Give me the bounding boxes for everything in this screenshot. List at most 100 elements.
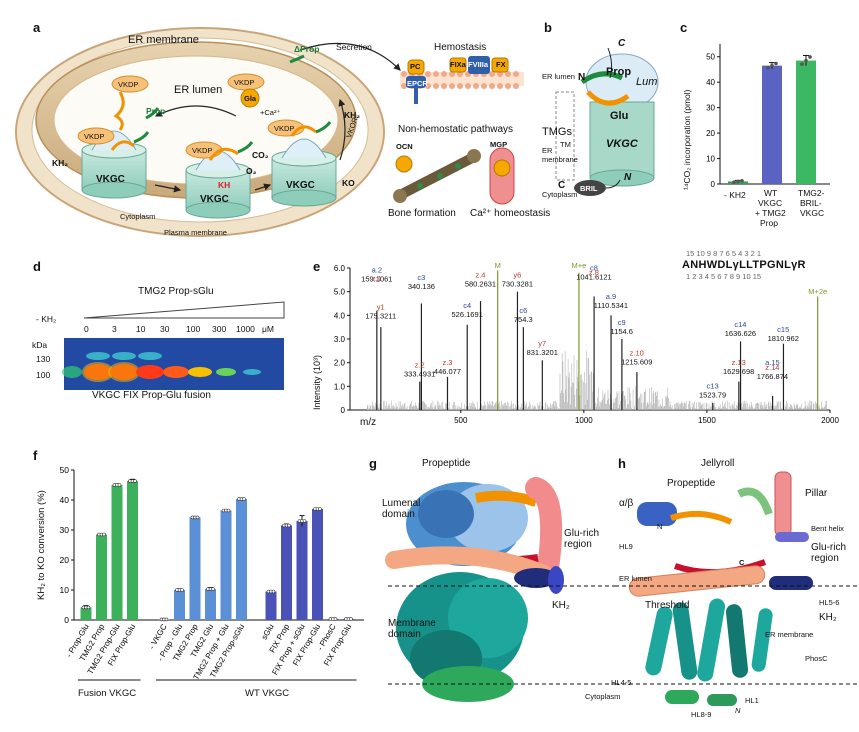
h-hl45: HL4-5 bbox=[611, 678, 632, 687]
panel-b-schematic: C N Prop Lum ER lumen Glu TMGs TM ER mem… bbox=[540, 30, 670, 220]
panel-label-a: a bbox=[33, 20, 41, 35]
threshold-helix bbox=[628, 565, 766, 597]
h-er-lumen: ER lumen bbox=[619, 574, 652, 583]
d-conc-0: 0 bbox=[84, 324, 89, 334]
f-point bbox=[318, 507, 322, 511]
h-hl1: HL1 bbox=[745, 696, 759, 705]
f-ytick-label: 10 bbox=[60, 585, 70, 595]
vkgc-cylinder-3 bbox=[271, 138, 337, 207]
d-kda: kDa bbox=[32, 340, 48, 350]
h-n-bottom: N bbox=[735, 706, 741, 715]
e-mz-label: 446.077 bbox=[434, 367, 461, 376]
e-ytick-label: 0 bbox=[341, 406, 346, 415]
b-bril: BRIL bbox=[580, 184, 598, 193]
b-n-left: N bbox=[578, 72, 586, 83]
bone-formation-label: Bone formation bbox=[388, 208, 456, 219]
f-bar bbox=[220, 510, 232, 620]
prop-label: Prop bbox=[146, 106, 166, 116]
pillar-density bbox=[525, 477, 563, 579]
b-prop: Prop bbox=[606, 66, 632, 78]
fviiia-label: FVIIIa bbox=[468, 60, 489, 69]
cell-diagram bbox=[15, 27, 524, 237]
f-bar bbox=[189, 517, 201, 620]
c-point bbox=[732, 180, 736, 184]
e-ylabel: Intensity (10³) bbox=[312, 354, 322, 410]
e-xlabel: m/z bbox=[360, 417, 377, 428]
tm-helices bbox=[645, 598, 773, 682]
ca-homeostasis-label: Ca²⁺ homeostasis bbox=[470, 208, 551, 219]
hemostasis-membrane bbox=[400, 56, 524, 104]
f-bar bbox=[236, 499, 247, 620]
c-point bbox=[736, 179, 740, 184]
e-mz-label: 340.136 bbox=[408, 282, 435, 291]
f-bar bbox=[205, 589, 216, 620]
plasma-membrane-label: Plasma membrane bbox=[164, 228, 227, 237]
c-point bbox=[808, 55, 812, 59]
f-group2: WT VKGC bbox=[245, 688, 290, 699]
f-point bbox=[287, 523, 291, 528]
f-ylabel: KH₂ to KO conversion (%) bbox=[36, 490, 47, 600]
d-conc-5: 300 bbox=[212, 324, 227, 334]
g-propeptide: Propeptide bbox=[422, 458, 471, 469]
f-point bbox=[86, 605, 91, 610]
e-ion-label: M+e bbox=[572, 261, 587, 270]
f-point bbox=[271, 589, 276, 594]
d-wedge bbox=[83, 301, 285, 319]
e-ion-label: y1 bbox=[377, 302, 385, 311]
e-bot-nums: 1 2 3 4 5 6 7 8 9 10 15 bbox=[686, 272, 762, 281]
gel-bands-100 bbox=[62, 362, 261, 382]
c-cat3b: BRIL- bbox=[800, 198, 822, 208]
e-mz-label: 831.3201 bbox=[527, 348, 558, 357]
h-cytoplasm: Cytoplasm bbox=[585, 692, 621, 701]
c-ytick-label: 50 bbox=[706, 53, 715, 62]
e-ion-label: y7 bbox=[538, 339, 546, 348]
e-mz-label: 1523.79 bbox=[699, 391, 726, 400]
e-mz-label: 1110.5341 bbox=[594, 301, 628, 310]
e-mz-label: 580.2631 bbox=[465, 279, 496, 288]
o2-label: O₂ bbox=[246, 166, 257, 176]
c-ytick-label: 20 bbox=[706, 129, 715, 138]
panel-label-g: g bbox=[369, 456, 377, 471]
f-point bbox=[302, 519, 307, 523]
e-ion-label: c3 bbox=[417, 273, 425, 282]
e-xtick-label: 500 bbox=[454, 416, 468, 425]
e-mz-label: 1629.698 bbox=[723, 367, 754, 376]
h-hl89: HL8-9 bbox=[691, 710, 712, 719]
panel-g-density-map: Propeptide Lumenal domain Glu-rich regio… bbox=[368, 458, 618, 728]
e-mz-label: 1810.962 bbox=[768, 334, 799, 343]
b-c-top: C bbox=[618, 38, 626, 49]
er-membrane-label: ER membrane bbox=[128, 34, 199, 46]
f-point bbox=[211, 587, 215, 591]
h-hl9: HL9 bbox=[619, 542, 633, 551]
c-cat2d: Prop bbox=[760, 218, 778, 228]
ca-label: +Ca²⁺ bbox=[260, 108, 281, 117]
d-conc-2: 10 bbox=[136, 324, 146, 334]
b-tm: TM bbox=[560, 140, 571, 149]
ribbon-cartoon bbox=[615, 471, 859, 706]
e-ytick-label: 1.0 bbox=[334, 382, 346, 391]
d-conc-6: 1000 bbox=[236, 324, 255, 334]
e-top-nums: 15 10 9 8 7 6 5 4 3 2 1 bbox=[686, 249, 762, 258]
h-alpha-beta: α/β bbox=[619, 498, 634, 509]
c-point bbox=[774, 61, 778, 66]
c-ylabel: ¹⁴CO₂ incorporation (pmol) bbox=[682, 89, 692, 190]
g-membrane: Membrane domain bbox=[388, 618, 436, 640]
h-propeptide: Propeptide bbox=[667, 478, 716, 489]
g-kh2: KH₂ bbox=[552, 600, 570, 611]
vkdp-label-2: VKDP bbox=[84, 132, 105, 141]
e-ion-label: z.8 bbox=[589, 268, 599, 277]
pc-label: PC bbox=[410, 62, 421, 71]
kh-red-label: KH bbox=[218, 180, 231, 190]
e-xtick-label: 1500 bbox=[698, 416, 716, 425]
b-er-lumen: ER lumen bbox=[542, 72, 575, 81]
h-bent-helix: Bent helix bbox=[811, 524, 844, 533]
e-ion-label: z.3 bbox=[442, 358, 452, 367]
h-glu-rich: Glu-rich region bbox=[811, 542, 847, 564]
g-glu-rich: Glu-rich region bbox=[564, 528, 600, 550]
e-ion-label: c13 bbox=[707, 382, 719, 391]
f-point bbox=[195, 515, 200, 520]
f-ytick-label: 40 bbox=[60, 495, 70, 505]
